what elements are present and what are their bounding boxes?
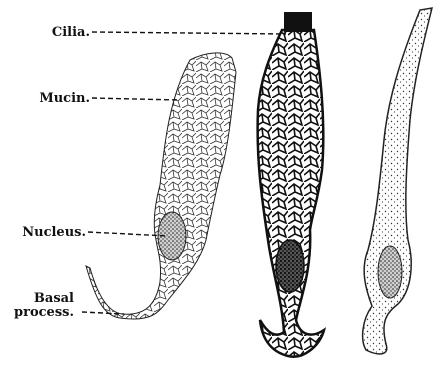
cell-2-outline <box>258 30 324 357</box>
cell-1-outline <box>86 53 236 319</box>
basal-leader <box>82 312 124 314</box>
mucin-leader <box>92 98 178 100</box>
goblet-cell-2 <box>258 12 324 357</box>
basal-label-line2: process. <box>0 306 74 319</box>
goblet-cell-1 <box>86 53 236 319</box>
cell-3-nucleus <box>378 246 402 298</box>
basal-label-line1: Basal <box>8 292 74 305</box>
cilia-leader <box>92 32 286 34</box>
nucleus-label: Nucleus. <box>0 226 86 239</box>
cilia-label: Cilia. <box>22 26 90 39</box>
mucin-label: Mucin. <box>8 92 90 105</box>
goblet-cell-3 <box>363 8 432 354</box>
cell-3-outline <box>363 8 432 354</box>
cell-2-nucleus <box>276 240 304 292</box>
